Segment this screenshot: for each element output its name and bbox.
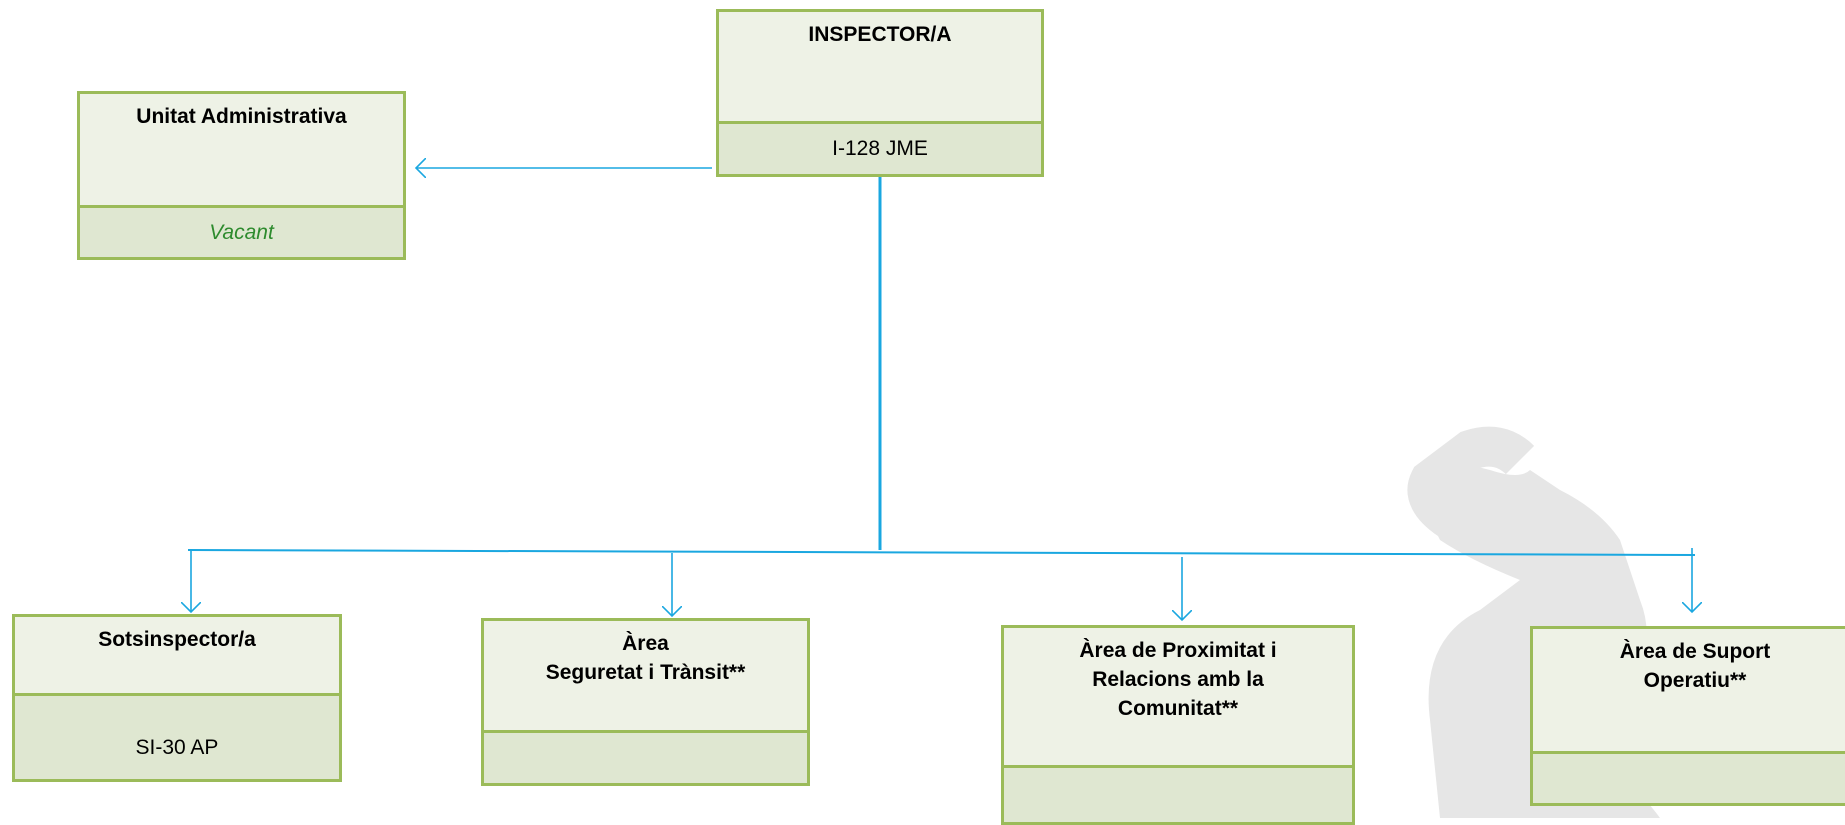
node-proximitat-code: [1004, 765, 1352, 822]
node-proximitat: Àrea de Proximitat i Relacions amb la Co…: [1001, 625, 1355, 825]
node-admin-status: Vacant: [80, 205, 403, 257]
node-seguretat: Àrea Seguretat i Trànsit**: [481, 618, 810, 786]
watermark-shape-upper: [1407, 426, 1535, 537]
node-sotsinspector: Sotsinspector/a SI-30 AP: [12, 614, 342, 782]
node-admin-title: Unitat Administrativa: [136, 105, 347, 128]
node-seguretat-code: [484, 730, 807, 783]
connector-horizontal-bus: [187, 549, 1696, 556]
node-inspector: INSPECTOR/A I-128 JME: [716, 9, 1044, 177]
node-admin: Unitat Administrativa Vacant: [77, 91, 406, 260]
node-seguretat-title: Àrea Seguretat i Trànsit**: [545, 632, 746, 684]
node-inspector-title: INSPECTOR/A: [808, 23, 952, 46]
node-inspector-code: I-128 JME: [719, 121, 1041, 174]
node-suport: Àrea de Suport Operatiu**: [1530, 626, 1845, 806]
node-sotsinspector-code: SI-30 AP: [15, 693, 339, 779]
node-proximitat-title: Àrea de Proximitat i Relacions amb la Co…: [1079, 639, 1277, 720]
node-sotsinspector-title: Sotsinspector/a: [98, 628, 256, 651]
node-suport-code: [1533, 751, 1845, 803]
node-suport-title: Àrea de Suport Operatiu**: [1619, 640, 1771, 692]
